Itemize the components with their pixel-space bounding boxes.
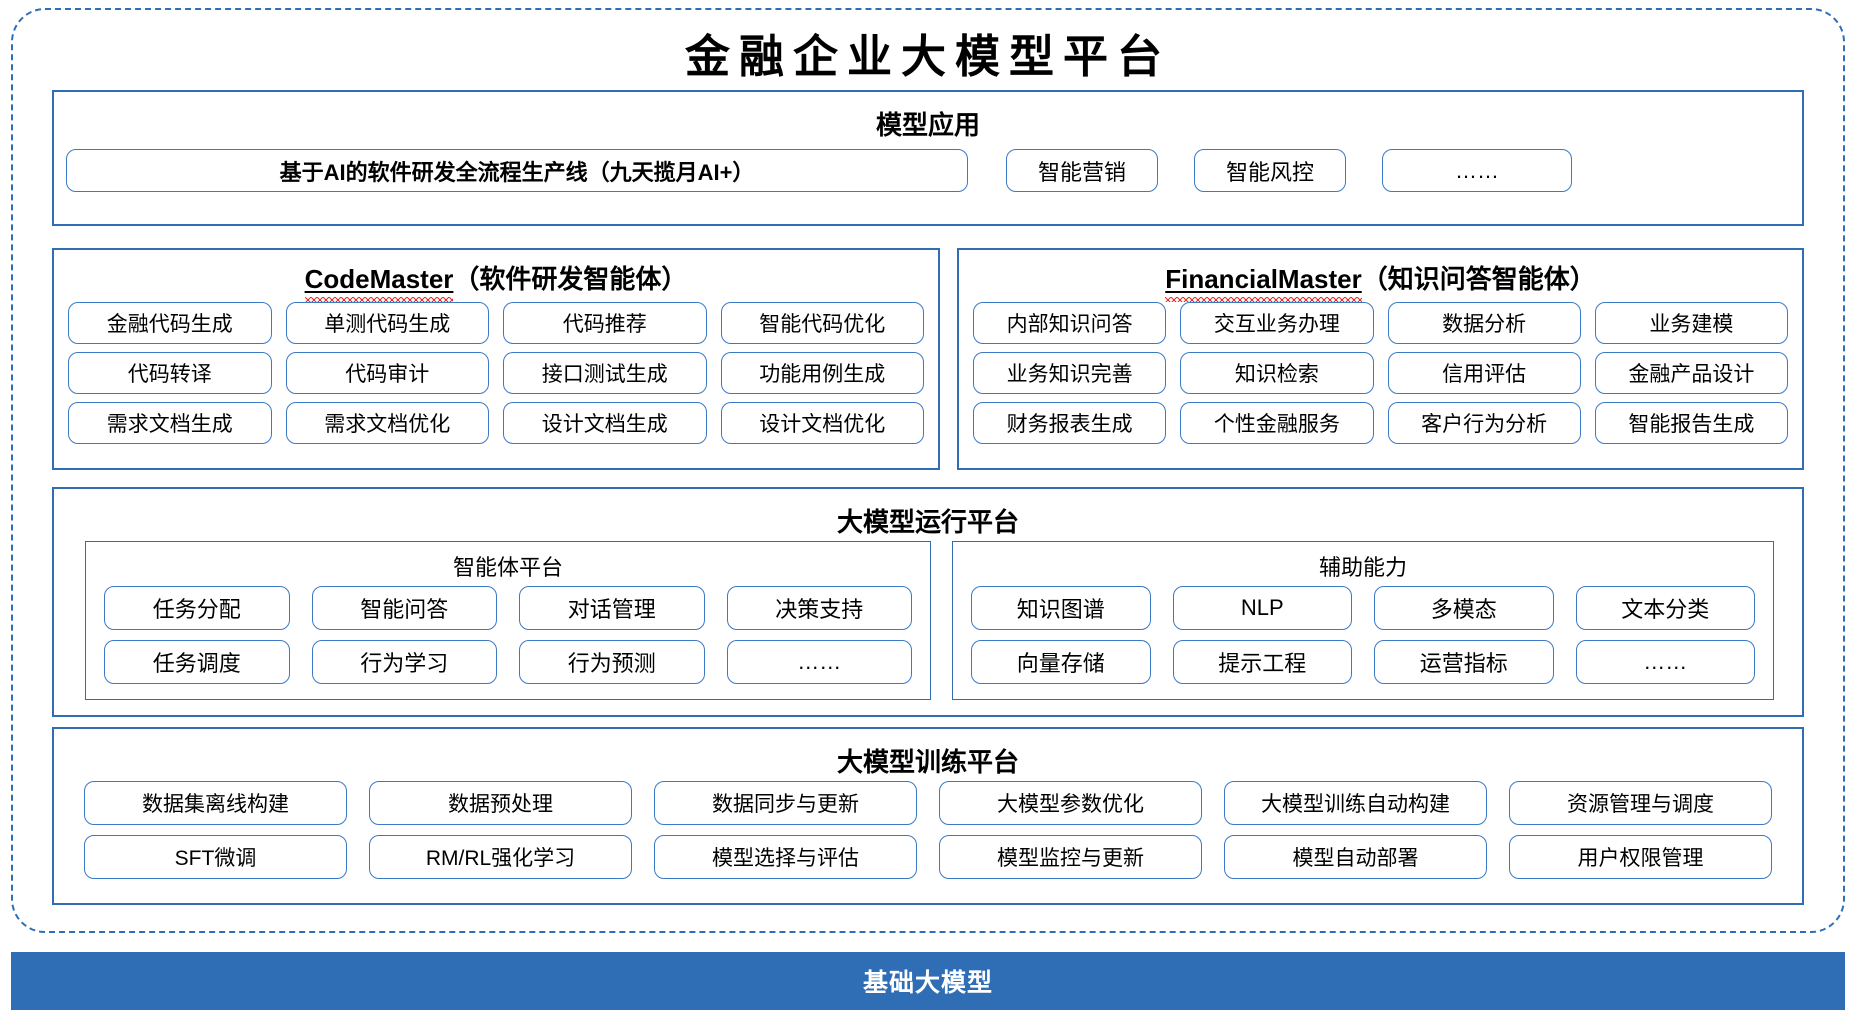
section-codemaster: CodeMaster（软件研发智能体） 金融代码生成 单测代码生成 代码推荐 智… — [52, 248, 940, 470]
financialmaster-item[interactable]: 数据分析 — [1387, 302, 1581, 344]
subsection-assist-capability-title: 辅助能力 — [1318, 555, 1407, 580]
base-model-label: 基础大模型 — [862, 969, 993, 997]
assist-capability-item[interactable]: 向量存储 — [971, 640, 1151, 684]
section-runtime-platform: 大模型运行平台 智能体平台 任务分配 智能问答 对话管理 决策支持 任务调度 行… — [52, 487, 1804, 717]
section-codemaster-title: CodeMaster（软件研发智能体） — [54, 259, 938, 302]
assist-capability-item[interactable]: 多模态 — [1374, 586, 1554, 630]
training-item[interactable]: 数据集离线构建 — [84, 781, 347, 825]
financialmaster-item[interactable]: 内部知识问答 — [973, 302, 1167, 344]
codemaster-item[interactable]: 设计文档优化 — [720, 402, 924, 444]
app-item-pipeline[interactable]: 基于AI的软件研发全流程生产线（九天揽月AI+） — [66, 149, 968, 192]
codemaster-name-spellchecked: CodeMaster — [304, 264, 454, 302]
codemaster-grid: 金融代码生成 单测代码生成 代码推荐 智能代码优化 代码转译 代码审计 接口测试… — [68, 302, 924, 444]
assist-capability-grid: 知识图谱 NLP 多模态 文本分类 向量存储 提示工程 运营指标 …… — [971, 586, 1755, 684]
section-runtime-platform-title: 大模型运行平台 — [836, 507, 1019, 537]
financialmaster-item[interactable]: 知识检索 — [1180, 352, 1374, 394]
assist-capability-item[interactable]: 运营指标 — [1374, 640, 1554, 684]
codemaster-item[interactable]: 接口测试生成 — [503, 352, 707, 394]
financialmaster-item[interactable]: 金融产品设计 — [1594, 352, 1788, 394]
app-item-more[interactable]: …… — [1382, 149, 1572, 192]
app-item-risk-control[interactable]: 智能风控 — [1194, 149, 1346, 192]
section-training-platform: 大模型训练平台 数据集离线构建 数据预处理 数据同步与更新 大模型参数优化 大模… — [52, 727, 1804, 905]
codemaster-item[interactable]: 设计文档生成 — [503, 402, 707, 444]
applications-row: 基于AI的软件研发全流程生产线（九天揽月AI+） 智能营销 智能风控 …… — [66, 149, 1794, 192]
subsection-agent-platform: 智能体平台 任务分配 智能问答 对话管理 决策支持 任务调度 行为学习 行为预测… — [85, 541, 931, 700]
training-platform-grid: 数据集离线构建 数据预处理 数据同步与更新 大模型参数优化 大模型训练自动构建 … — [84, 781, 1772, 879]
training-item[interactable]: 模型选择与评估 — [654, 835, 917, 879]
training-item[interactable]: 模型监控与更新 — [939, 835, 1202, 879]
page-title: 金融企业大模型平台 — [684, 30, 1171, 83]
section-applications-title: 模型应用 — [875, 110, 980, 140]
training-item[interactable]: 数据预处理 — [369, 781, 632, 825]
section-financialmaster-title: FinancialMaster（知识问答智能体） — [959, 259, 1802, 302]
financialmaster-grid: 内部知识问答 交互业务办理 数据分析 业务建模 业务知识完善 知识检索 信用评估… — [973, 302, 1788, 444]
agent-platform-item[interactable]: 行为学习 — [311, 640, 497, 684]
financialmaster-subtitle: （知识问答智能体） — [1361, 264, 1596, 294]
financialmaster-name-spellchecked: FinancialMaster — [1165, 264, 1362, 302]
codemaster-item[interactable]: 代码审计 — [285, 352, 489, 394]
section-financialmaster: FinancialMaster（知识问答智能体） 内部知识问答 交互业务办理 数… — [957, 248, 1804, 470]
app-item-marketing[interactable]: 智能营销 — [1006, 149, 1158, 192]
subsection-agent-platform-title: 智能体平台 — [452, 555, 563, 580]
training-item[interactable]: 用户权限管理 — [1509, 835, 1772, 879]
training-item[interactable]: 大模型训练自动构建 — [1224, 781, 1487, 825]
codemaster-item[interactable]: 需求文档优化 — [285, 402, 489, 444]
training-item[interactable]: RM/RL强化学习 — [369, 835, 632, 879]
section-training-platform-title: 大模型训练平台 — [836, 747, 1019, 777]
agent-platform-item[interactable]: 智能问答 — [311, 586, 497, 630]
codemaster-item[interactable]: 代码转译 — [68, 352, 272, 394]
agent-platform-item[interactable]: …… — [726, 640, 912, 684]
codemaster-item[interactable]: 需求文档生成 — [68, 402, 272, 444]
assist-capability-item[interactable]: …… — [1575, 640, 1755, 684]
assist-capability-item[interactable]: 文本分类 — [1575, 586, 1755, 630]
agent-platform-item[interactable]: 决策支持 — [726, 586, 912, 630]
training-item[interactable]: 数据同步与更新 — [654, 781, 917, 825]
codemaster-item[interactable]: 单测代码生成 — [285, 302, 489, 344]
codemaster-item[interactable]: 智能代码优化 — [720, 302, 924, 344]
training-item[interactable]: SFT微调 — [84, 835, 347, 879]
financialmaster-item[interactable]: 信用评估 — [1387, 352, 1581, 394]
financialmaster-item[interactable]: 个性金融服务 — [1180, 402, 1374, 444]
section-applications: 模型应用 基于AI的软件研发全流程生产线（九天揽月AI+） 智能营销 智能风控 … — [52, 90, 1804, 226]
financialmaster-item[interactable]: 智能报告生成 — [1594, 402, 1788, 444]
base-model-bar: 基础大模型 — [11, 952, 1845, 1010]
training-item[interactable]: 大模型参数优化 — [939, 781, 1202, 825]
codemaster-item[interactable]: 功能用例生成 — [720, 352, 924, 394]
codemaster-item[interactable]: 金融代码生成 — [68, 302, 272, 344]
training-item[interactable]: 资源管理与调度 — [1509, 781, 1772, 825]
financialmaster-item[interactable]: 财务报表生成 — [973, 402, 1167, 444]
codemaster-item[interactable]: 代码推荐 — [503, 302, 707, 344]
agent-platform-item[interactable]: 任务分配 — [104, 586, 290, 630]
agent-platform-item[interactable]: 对话管理 — [519, 586, 705, 630]
financialmaster-item[interactable]: 业务知识完善 — [973, 352, 1167, 394]
agent-platform-item[interactable]: 任务调度 — [104, 640, 290, 684]
assist-capability-item[interactable]: 提示工程 — [1172, 640, 1352, 684]
financialmaster-item[interactable]: 交互业务办理 — [1180, 302, 1374, 344]
assist-capability-item[interactable]: 知识图谱 — [971, 586, 1151, 630]
financialmaster-item[interactable]: 业务建模 — [1594, 302, 1788, 344]
training-item[interactable]: 模型自动部署 — [1224, 835, 1487, 879]
assist-capability-item[interactable]: NLP — [1172, 586, 1352, 630]
financialmaster-item[interactable]: 客户行为分析 — [1387, 402, 1581, 444]
codemaster-subtitle: （软件研发智能体） — [453, 264, 688, 294]
agent-platform-grid: 任务分配 智能问答 对话管理 决策支持 任务调度 行为学习 行为预测 …… — [104, 586, 912, 684]
subsection-assist-capability: 辅助能力 知识图谱 NLP 多模态 文本分类 向量存储 提示工程 运营指标 …… — [952, 541, 1774, 700]
agent-platform-item[interactable]: 行为预测 — [519, 640, 705, 684]
